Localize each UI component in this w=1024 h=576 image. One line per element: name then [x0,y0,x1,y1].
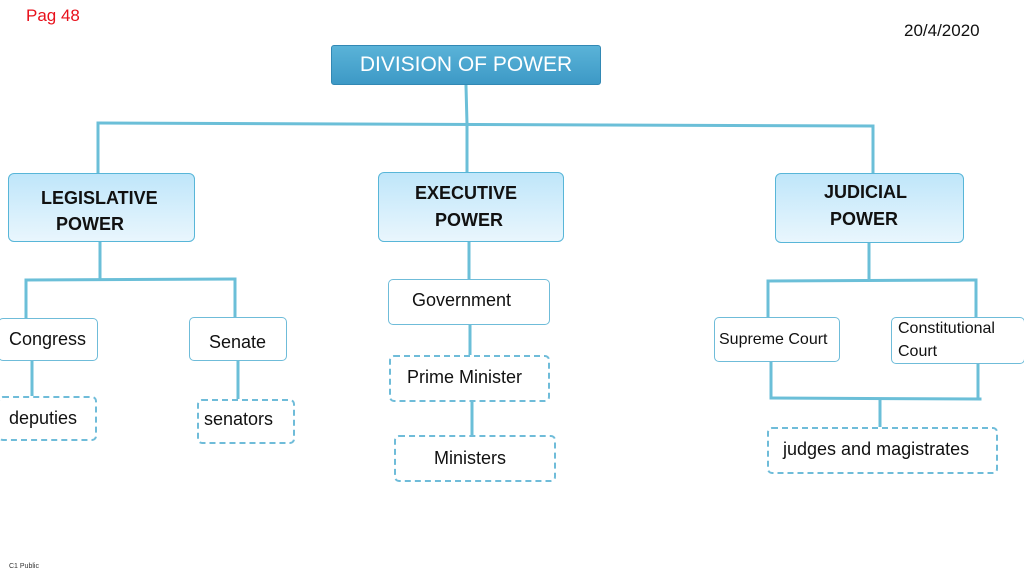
executive-label-line2: POWER [435,210,504,230]
connector-title-down [464,84,469,126]
prime-minister-label: Prime Minister [407,367,523,387]
senators-label: senators [204,409,274,429]
connector-legislative-bar [24,277,237,282]
senate-box: Senate [189,317,287,361]
connector-judicial-bar [766,278,978,283]
connector-courts-bar [769,396,982,401]
ministers-label: Ministers [434,448,507,468]
congress-box: Congress [0,318,98,361]
supreme-court-box: Supreme Court [714,317,840,362]
diagram-title: DIVISION OF POWER [331,45,601,85]
supreme-court-label: Supreme Court [719,331,828,348]
connector-top-bar [96,121,875,128]
executive-power-box: EXECUTIVE POWER [378,172,564,242]
legislative-power-box: LEGISLATIVE POWER [8,173,195,242]
prime-minister-box: Prime Minister [389,355,550,402]
government-label: Government [412,290,512,310]
judicial-label-line1: JUDICIAL [824,182,908,202]
constitutional-label-line2: Court [898,343,938,360]
page-number: Pag 48 [26,6,80,25]
government-box: Government [388,279,550,325]
ministers-box: Ministers [394,435,556,482]
judicial-label-line2: POWER [830,209,899,229]
judicial-power-box: JUDICIAL POWER [775,173,964,243]
judges-box: judges and magistrates [767,427,998,474]
footer-classification: C1 Public [9,563,39,570]
judges-label: judges and magistrates [783,439,970,459]
legislative-label-line1: LEGISLATIVE [41,188,158,208]
date-label: 20/4/2020 [904,21,980,40]
senators-box: senators [197,399,295,444]
legislative-label-line2: POWER [56,214,125,234]
senate-label: Senate [209,332,267,352]
executive-label-line1: EXECUTIVE [415,183,518,203]
deputies-box: deputies [0,396,97,441]
deputies-label: deputies [9,408,78,428]
constitutional-court-box: Constitutional Court [891,317,1024,364]
constitutional-label-line1: Constitutional [898,320,995,337]
congress-label: Congress [9,329,87,349]
